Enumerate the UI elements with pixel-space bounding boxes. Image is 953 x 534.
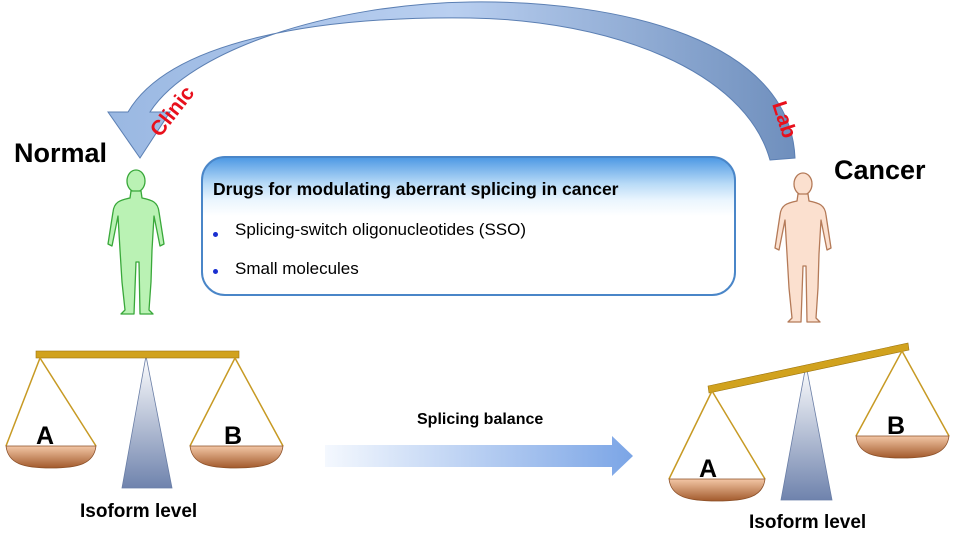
cancer-isoform-caption: Isoform level	[749, 512, 867, 533]
normal-pan-b	[189, 445, 284, 469]
drug-info-box: Drugs for modulating aberrant splicing i…	[201, 156, 736, 296]
normal-label: Normal	[14, 138, 108, 168]
normal-scale-post	[121, 355, 173, 489]
cancer-scale	[668, 342, 950, 502]
cancer-pan-b-label: B	[887, 412, 906, 440]
normal-pan-a	[5, 445, 97, 469]
cancer-figure	[774, 172, 832, 323]
splicing-balance-label: Splicing balance	[417, 411, 544, 428]
drug-item: Small molecules	[235, 259, 359, 278]
cancer-scale-post	[780, 364, 833, 501]
normal-isoform-caption: Isoform level	[80, 501, 198, 522]
cancer-pan-b	[855, 435, 950, 459]
normal-scale	[5, 350, 284, 489]
drug-box-title: Drugs for modulating aberrant splicing i…	[213, 179, 619, 199]
cancer-label: Cancer	[834, 155, 926, 185]
normal-pan-a-label: A	[36, 422, 55, 450]
cycle-arrow	[107, 1, 796, 161]
bullet-icon	[213, 269, 218, 274]
splicing-balance-arrow	[325, 436, 633, 476]
cancer-scale-beam	[707, 342, 910, 394]
normal-pan-b-label: B	[224, 422, 243, 450]
bullet-icon	[213, 232, 218, 237]
normal-figure	[107, 169, 165, 315]
cancer-pan-a-label: A	[699, 455, 718, 483]
drug-item: Splicing-switch oligonucleotides (SSO)	[235, 220, 527, 239]
cancer-pan-a	[668, 478, 766, 502]
normal-scale-beam	[35, 350, 240, 359]
